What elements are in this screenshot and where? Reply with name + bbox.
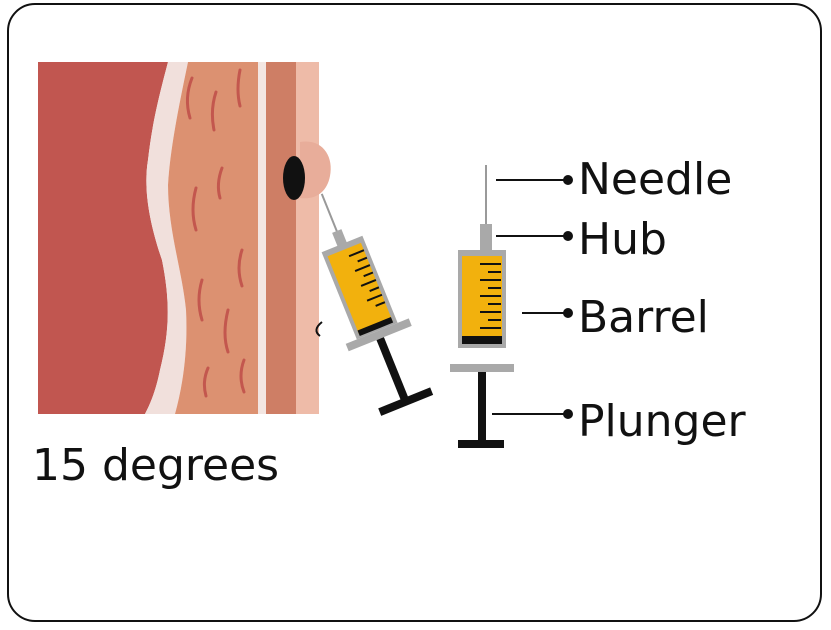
- muscle-layer: [38, 62, 168, 414]
- hub-label: Hub: [578, 214, 667, 265]
- plunger-label: Plunger: [578, 396, 746, 447]
- barrel-label: Barrel: [578, 292, 709, 343]
- finger-flange: [450, 364, 514, 372]
- plunger-rod: [478, 372, 486, 442]
- plunger-thumb: [458, 440, 504, 448]
- hub: [480, 224, 492, 252]
- skin-cross-section: [38, 62, 331, 414]
- leader-lines: [492, 175, 573, 419]
- angled-plunger-rod: [376, 337, 409, 402]
- angled-barrel-graduations: [348, 249, 386, 307]
- fat-streaks: [185, 68, 246, 398]
- epidermis-layer: [296, 62, 319, 414]
- angled-needle: [320, 193, 339, 234]
- angled-syringe: [320, 193, 434, 416]
- subcutaneous-fat-layer: [168, 62, 258, 414]
- injection-bleb: [300, 141, 331, 199]
- needle-label: Needle: [578, 154, 733, 205]
- angled-finger-flange: [345, 318, 412, 352]
- dermis-divider: [258, 62, 266, 414]
- barrel: [462, 256, 502, 340]
- hand-hint: [315, 321, 323, 337]
- barrel-graduations: [480, 263, 501, 329]
- angle-label: 15 degrees: [32, 440, 280, 491]
- plunger-stopper: [462, 336, 502, 344]
- angled-hub: [332, 229, 348, 248]
- angled-plunger-stopper: [357, 316, 394, 337]
- dermis-layer: [266, 62, 296, 414]
- angled-barrel: [327, 242, 393, 335]
- injected-fluid-pocket: [283, 156, 305, 200]
- labelled-syringe: [450, 165, 514, 448]
- fascia-layer: [145, 62, 188, 414]
- angled-plunger-thumb: [378, 387, 434, 416]
